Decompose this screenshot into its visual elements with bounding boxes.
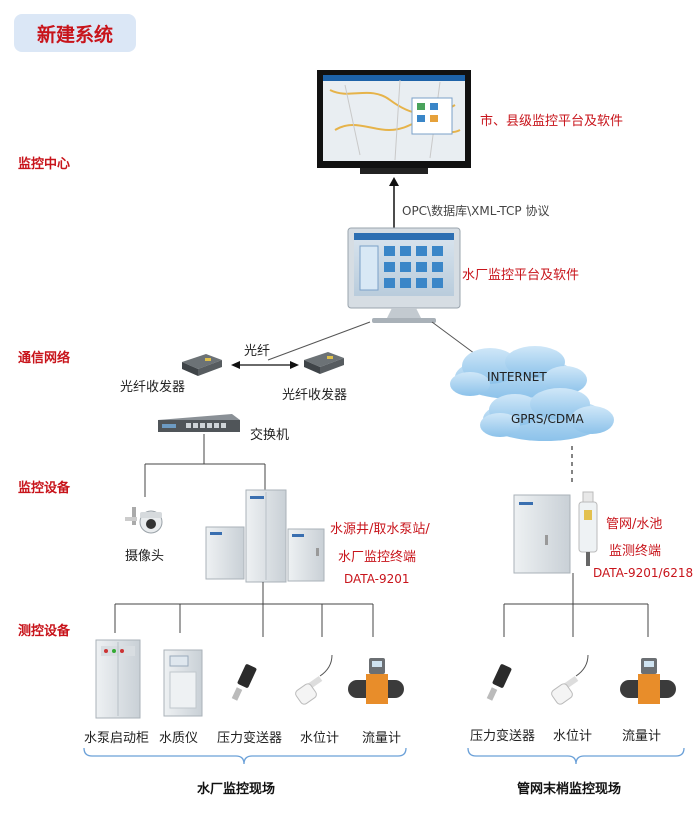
pressure-transmitter-icon xyxy=(231,664,257,701)
plant-device-label: 压力变送器 xyxy=(217,731,283,746)
section-measure-equipment: 测控设备 xyxy=(18,624,71,639)
pipe-site-brace xyxy=(467,747,685,765)
pipe-terminal-model: DATA-9201/6218 xyxy=(593,566,694,580)
plant-terminal-label-1: 水源井/取水泵站/ xyxy=(330,522,430,537)
gprs-cloud-icon xyxy=(480,388,614,441)
section-monitor-center: 监控中心 xyxy=(18,157,71,172)
plant-site-label: 水厂监控现场 xyxy=(197,782,276,797)
section-monitor-equipment: 监控设备 xyxy=(18,481,71,496)
pipe-site-label: 管网末梢监控现场 xyxy=(517,782,622,797)
switch-label: 交换机 xyxy=(250,428,290,443)
camera-icon xyxy=(125,507,163,534)
pipe-flow-meter-icon xyxy=(620,658,676,704)
plant-terminal-cabinet-icon xyxy=(205,489,325,583)
page-title: 新建系统 xyxy=(14,14,136,52)
camera-label: 摄像头 xyxy=(125,549,165,564)
water-level-sensor-icon xyxy=(295,654,333,705)
protocol-label: OPC\数据库\XML-TCP 协议 xyxy=(402,204,550,218)
pipe-terminal-label-1: 管网/水池 xyxy=(606,517,663,532)
plant-device-label: 水位计 xyxy=(300,731,340,746)
fiber-transceiver-right-icon xyxy=(304,352,344,374)
pipe-device-label: 流量计 xyxy=(622,729,662,744)
fiber-label: 光纤 xyxy=(244,344,271,359)
plant-site-brace xyxy=(83,747,407,765)
plant-terminal-model: DATA-9201 xyxy=(344,572,410,586)
plant-platform-label: 水厂监控平台及软件 xyxy=(462,268,580,283)
city-platform-label: 市、县级监控平台及软件 xyxy=(480,114,624,129)
water-quality-analyzer-icon xyxy=(163,649,203,717)
transceiver-left-label: 光纤收发器 xyxy=(120,380,186,395)
plant-device-label: 流量计 xyxy=(362,731,402,746)
gprs-label: GPRS/CDMA xyxy=(511,412,584,426)
flow-meter-icon xyxy=(348,658,404,704)
pipe-device-label: 压力变送器 xyxy=(470,729,536,744)
internet-cloud-icon xyxy=(450,346,587,399)
pump-cabinet-icon xyxy=(95,639,141,719)
plant-monitor-icon xyxy=(347,227,461,323)
transceiver-right-label: 光纤收发器 xyxy=(282,388,348,403)
pipe-terminal-label-2: 监测终端 xyxy=(609,544,662,559)
pipe-terminal-cabinet-icon xyxy=(513,491,598,574)
plant-terminal-label-2: 水厂监控终端 xyxy=(338,550,417,565)
network-switch-icon xyxy=(158,414,240,432)
plant-device-label: 水泵启动柜 xyxy=(84,731,150,746)
plant-device-label: 水质仪 xyxy=(159,731,199,746)
pipe-pressure-transmitter-icon xyxy=(486,664,512,701)
internet-label: INTERNET xyxy=(487,370,547,384)
city-monitor-icon xyxy=(317,70,471,174)
section-comm-network: 通信网络 xyxy=(18,351,71,366)
pipe-device-label: 水位计 xyxy=(553,729,593,744)
fiber-transceiver-left-icon xyxy=(182,354,222,376)
pipe-water-level-sensor-icon xyxy=(551,654,589,705)
